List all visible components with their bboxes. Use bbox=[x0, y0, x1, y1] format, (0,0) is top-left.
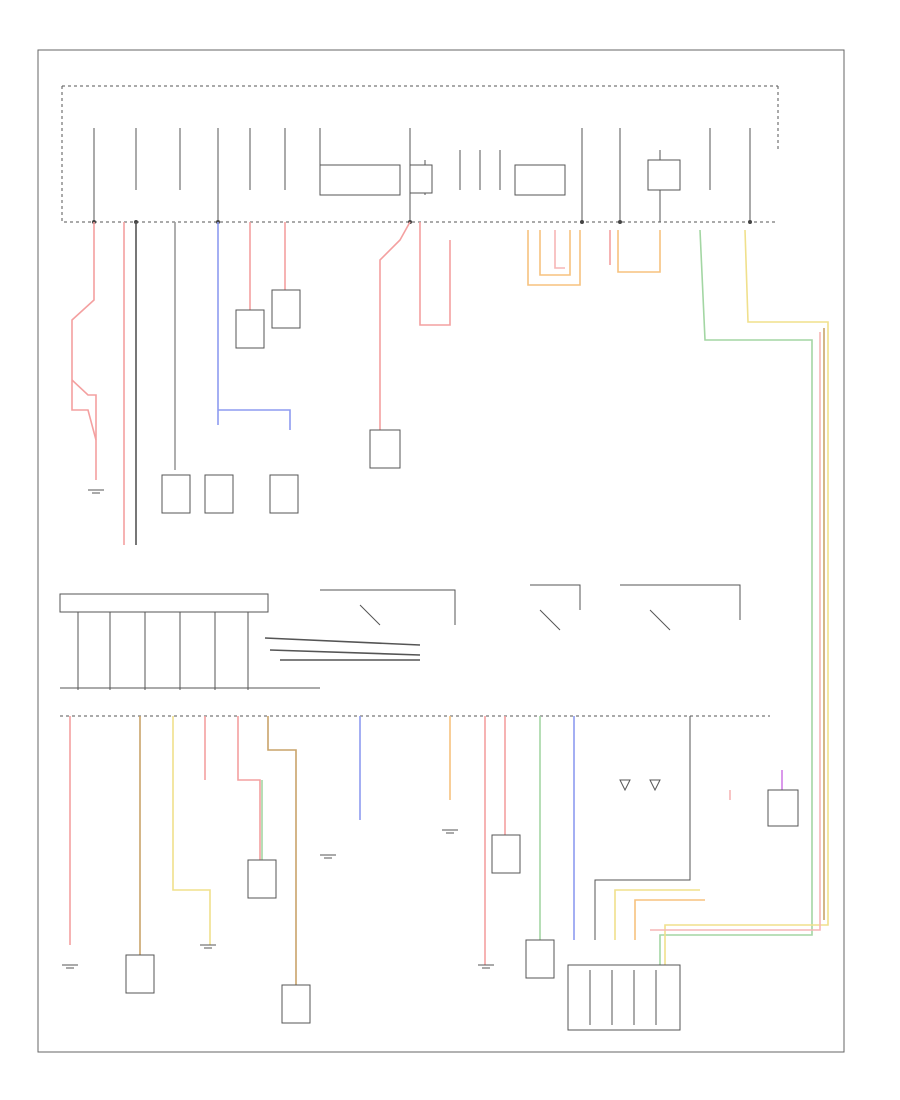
bottom-circuits bbox=[62, 489, 799, 1031]
relay-right-2 bbox=[620, 584, 741, 631]
diagram-frame bbox=[37, 49, 845, 1053]
component-box-7 bbox=[125, 954, 155, 994]
wire-yellow-b1 bbox=[172, 716, 211, 945]
component-box-12 bbox=[767, 789, 799, 827]
wire-orange-2 bbox=[539, 230, 571, 276]
wire-orange-fan bbox=[634, 899, 705, 940]
wire-yellow-fan bbox=[614, 889, 700, 940]
wire-red-battery bbox=[71, 222, 97, 441]
relay-box-4 bbox=[409, 164, 433, 194]
wire-red-b3 bbox=[237, 716, 261, 860]
wire-brown-b2 bbox=[267, 716, 297, 985]
component-box-1 bbox=[161, 474, 191, 514]
wire-red-mid-loop bbox=[419, 222, 451, 326]
ground-symbols bbox=[62, 489, 661, 969]
wire-orange-relay bbox=[617, 230, 661, 273]
relay-right-1 bbox=[530, 584, 581, 631]
wire-pink-pair bbox=[554, 230, 565, 269]
relay-mid bbox=[320, 589, 456, 626]
component-box-4 bbox=[204, 474, 234, 514]
wire-orange-1 bbox=[527, 230, 581, 286]
instrument-cluster-pins bbox=[589, 970, 657, 1025]
relay-box-3 bbox=[647, 159, 681, 191]
main-fuse-box bbox=[61, 85, 779, 224]
fuse-block-frame bbox=[59, 593, 269, 613]
bus-node-6 bbox=[618, 220, 622, 224]
wire-green-long bbox=[659, 229, 813, 965]
top-left-circuits bbox=[71, 222, 301, 545]
wire-blue-2 bbox=[218, 409, 291, 430]
wire-pink-long bbox=[650, 332, 821, 931]
wire-red-mid-1 bbox=[379, 221, 411, 430]
top-mid-circuits bbox=[369, 221, 829, 965]
bus-node-7 bbox=[748, 220, 752, 224]
wire-yellow-long bbox=[664, 229, 829, 965]
component-box-10 bbox=[491, 834, 521, 874]
wire-red-battery-2 bbox=[71, 379, 97, 480]
component-box-3 bbox=[271, 289, 301, 329]
bus-node-5 bbox=[580, 220, 584, 224]
instrument-cluster-box bbox=[567, 964, 681, 1031]
relay-box-2 bbox=[514, 164, 566, 196]
secondary-fuse-block bbox=[59, 584, 770, 717]
component-box-6 bbox=[369, 429, 401, 469]
component-box-9 bbox=[281, 984, 311, 1024]
wire-gray-right bbox=[594, 716, 691, 940]
component-box-8 bbox=[247, 859, 277, 899]
wire-bus-black bbox=[264, 637, 421, 661]
component-box-11 bbox=[525, 939, 555, 979]
relay-box-1 bbox=[319, 164, 401, 196]
component-box-2 bbox=[235, 309, 265, 349]
component-box-5 bbox=[269, 474, 299, 514]
